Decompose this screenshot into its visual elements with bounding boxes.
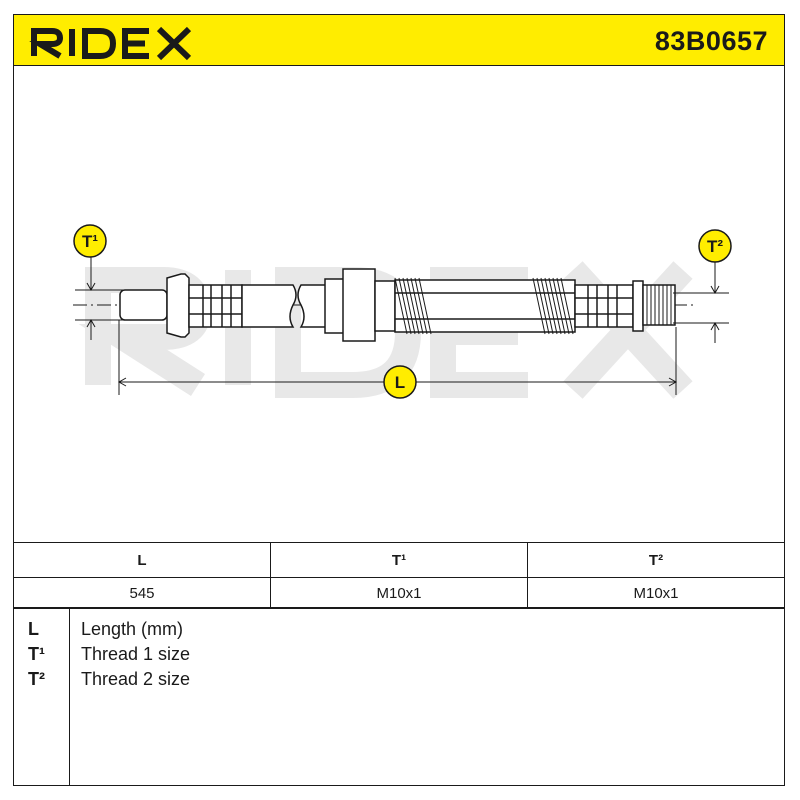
thread2-dimension (673, 261, 729, 343)
thread2-label: T² (698, 229, 732, 263)
thread1-dimension (75, 257, 123, 340)
legend-key: T² (28, 669, 45, 689)
spec-table-header-row: L T¹ T² (13, 542, 785, 578)
svg-text:T²: T² (707, 237, 723, 256)
spec-value-length: 545 (13, 577, 271, 609)
thread1-label: T¹ (73, 224, 107, 258)
spec-value-thread2: M10x1 (527, 577, 785, 609)
brand-logo (29, 26, 192, 61)
legend-item: L Length (mm) (14, 617, 786, 642)
spec-header-length: L (13, 542, 271, 578)
armored-hose (394, 277, 576, 335)
spec-header-thread1: T¹ (270, 542, 528, 578)
legend-key: T¹ (28, 644, 45, 664)
svg-text:L: L (395, 373, 405, 392)
svg-text:T¹: T¹ (82, 232, 98, 251)
legend-divider (69, 608, 70, 785)
brake-hose-drawing: T¹ T² L (73, 224, 732, 399)
legend-key: L (28, 619, 39, 639)
spec-table-value-row: 545 M10x1 M10x1 (13, 577, 785, 609)
spec-table: L T¹ T² 545 M10x1 M10x1 (13, 542, 785, 609)
spec-header-thread2: T² (527, 542, 785, 578)
header-bar: 83B0657 (13, 14, 785, 66)
length-label: L (383, 365, 417, 399)
legend-box: L Length (mm) T¹ Thread 1 size T² Thread… (13, 607, 785, 786)
right-fitting (574, 280, 676, 332)
spec-value-thread1: M10x1 (270, 577, 528, 609)
legend-description: Thread 1 size (81, 644, 191, 664)
legend-item: T¹ Thread 1 size (14, 642, 786, 667)
legend-description: Thread 2 size (81, 669, 191, 689)
legend-description: Length (mm) (81, 619, 184, 639)
legend-item: T² Thread 2 size (14, 667, 786, 692)
part-number: 83B0657 (654, 26, 768, 56)
left-fitting (119, 273, 243, 338)
center-hex-nut (324, 268, 396, 342)
